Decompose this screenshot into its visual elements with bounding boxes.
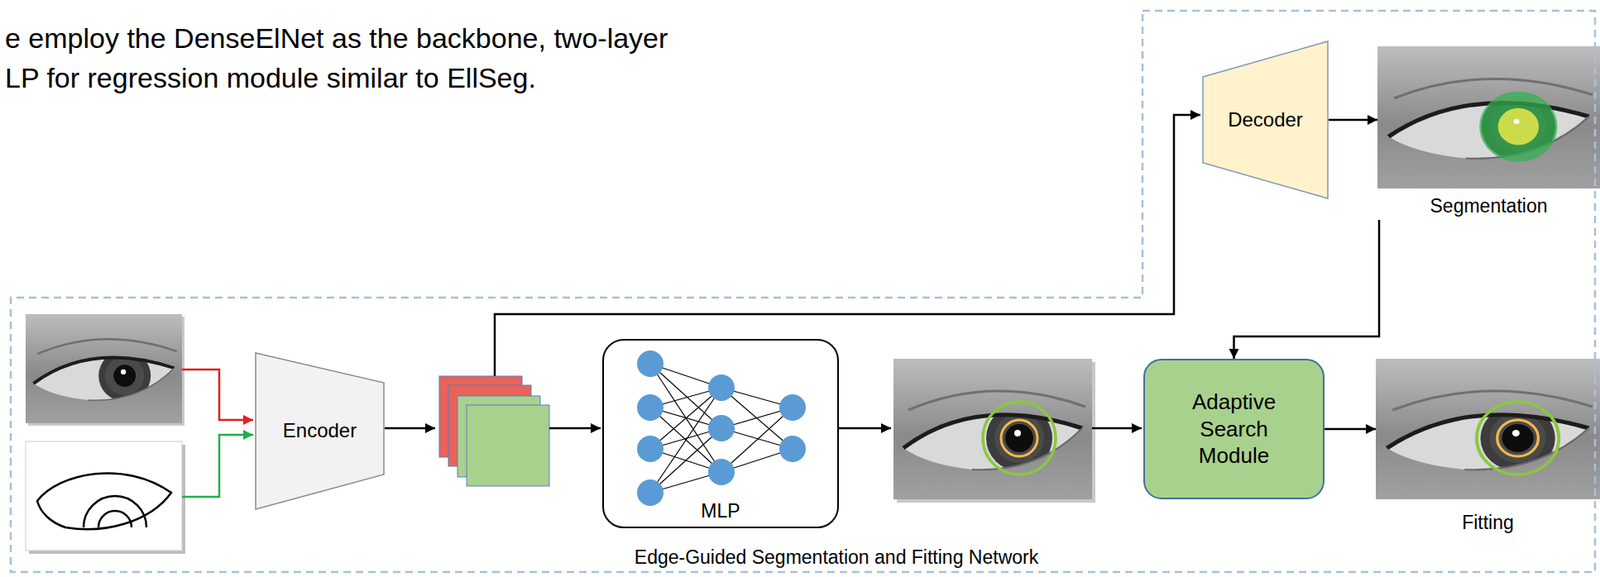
fitting-output: Fitting <box>1375 359 1600 537</box>
decoder-block: Decoder <box>1202 40 1329 200</box>
segmentation-output: Segmentation <box>1377 46 1600 221</box>
encoder-block: Encoder <box>254 352 385 511</box>
flow-arrow <box>1328 119 1378 122</box>
node-label: MLP <box>700 500 740 524</box>
node-label: Encoder <box>282 419 357 444</box>
slide-text: LP for regression module similar to EllS… <box>4 61 537 96</box>
node-label: Segmentation <box>1430 195 1548 219</box>
slide-text: e employ the DenseElNet as the backbone,… <box>4 21 668 56</box>
node-label: Decoder <box>1227 108 1303 133</box>
search-module: Adaptive Search Module <box>1143 359 1325 500</box>
flow-arrow <box>1324 428 1376 432</box>
region-outline <box>9 9 1597 574</box>
node-label: Edge-Guided Segmentation and Fitting Net… <box>634 546 1039 571</box>
mlp-box: MLP <box>602 339 839 529</box>
node-label: Adaptive Search Module <box>1169 388 1299 470</box>
network-region: Edge-Guided Segmentation and Fitting Net… <box>9 9 1597 574</box>
node-label: Fitting <box>1461 512 1514 536</box>
flow-arrow <box>1234 220 1380 360</box>
